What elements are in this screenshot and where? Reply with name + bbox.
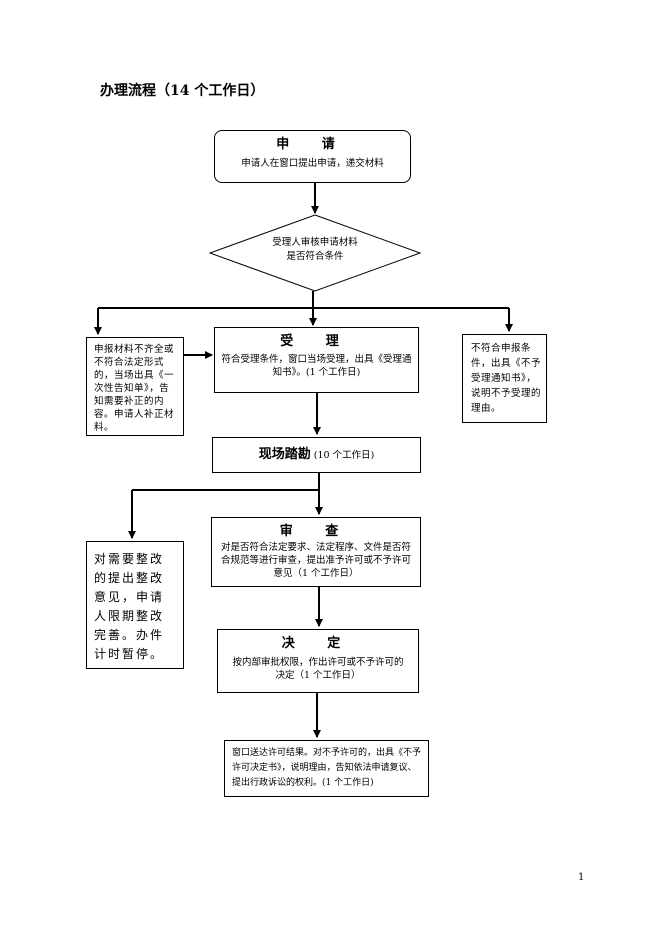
examine-title: 审 查 [279,524,353,539]
apply-box: 申 请 申请人在窗口提出申请，递交材料 [214,130,411,183]
examine-desc: 对是否符合法定要求、法定程序、文件是否符合规范等进行审查，提出准予许可或不予许可… [220,542,411,579]
decide-desc: 按内部审批权限，作出许可或不予许可的决定（1 个工作日） [232,657,404,681]
reject-box: 不符合申报条件，出具《不予受理通知书》，说明不予受理的理由。 [462,334,547,423]
incomplete-box: 申报材料不齐全或不符合法定形式的，当场出具《一次性告知单》，告知需要补正的内容。… [86,337,184,436]
decision-diamond [208,214,422,292]
deliver-box: 窗口送达许可结果。对不予许可的，出具《不予许可决定书》，说明理由，告知依法申请复… [224,740,429,797]
reject-text: 不符合申报条件，出具《不予受理通知书》，说明不予受理的理由。 [471,343,542,414]
page-number: 1 [578,872,585,883]
page-title: 办理流程（14 个工作日） [100,83,265,99]
review-text: 受理人审核申请材料 是否符合条件 [240,236,390,264]
incomplete-text: 申报材料不齐全或不符合法定形式的，当场出具《一次性告知单》，告知需要补正的内容。… [94,344,175,433]
rectify-text: 对需要整改的提出整改意见，申请人限期整改完善。办件计时暂停。 [94,552,165,661]
decide-box: 决 定 按内部审批权限，作出许可或不予许可的决定（1 个工作日） [217,629,419,693]
accept-desc: 符合受理条件，窗口当场受理，出具《受理通知书》。(1 个工作日) [221,354,412,378]
survey-box: 现场踏勘 (10 个工作日) [212,437,421,473]
review-line-1: 受理人审核申请材料 [272,237,358,248]
rectify-box: 对需要整改的提出整改意见，申请人限期整改完善。办件计时暂停。 [86,541,184,669]
accept-box: 受 理 符合受理条件，窗口当场受理，出具《受理通知书》。(1 个工作日) [214,327,419,393]
review-line-2: 是否符合条件 [286,251,344,262]
apply-title: 申 请 [276,137,349,152]
examine-box: 审 查 对是否符合法定要求、法定程序、文件是否符合规范等进行审查，提出准予许可或… [211,517,421,587]
decide-title: 决 定 [281,636,355,651]
apply-desc: 申请人在窗口提出申请，递交材料 [241,158,384,169]
survey-title: 现场踏勘 [258,447,311,462]
deliver-text: 窗口送达许可结果。对不予许可的，出具《不予许可决定书》，说明理由，告知依法申请复… [232,748,422,788]
accept-title: 受 理 [280,334,353,349]
survey-note: (10 个工作日) [313,450,375,461]
